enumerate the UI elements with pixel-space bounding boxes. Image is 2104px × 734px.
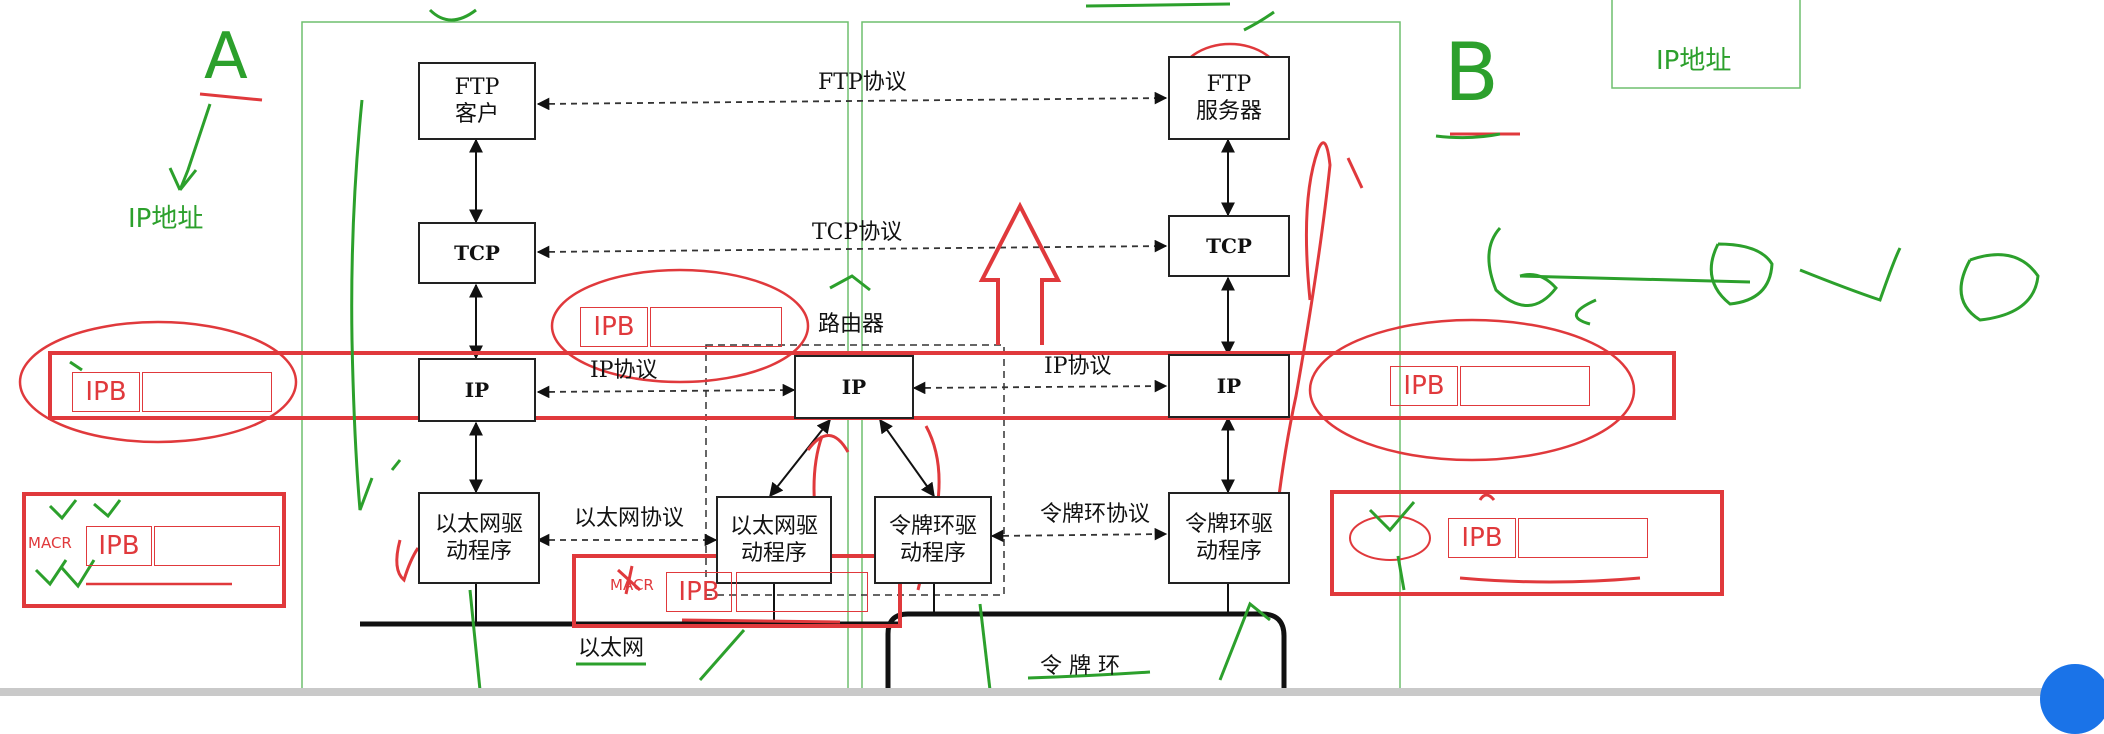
ipb-tag-frame-middle: IPB	[666, 572, 732, 612]
ipb-field-frame-right	[1518, 518, 1648, 558]
ipb-field-frame-left	[154, 526, 280, 566]
ipb-tag-frame-right: IPB	[1448, 518, 1516, 558]
ftp-protocol-label: FTP协议	[818, 70, 907, 95]
ip-right-box: IP	[1168, 354, 1290, 418]
ip-address-annotation-left: IP地址	[128, 204, 204, 234]
ip-protocol-arrow-right	[912, 379, 1168, 395]
frame-annotation-left	[22, 492, 286, 608]
ftp-server-box: FTP 服务器	[1168, 56, 1290, 140]
ipb-field-router	[650, 307, 782, 347]
token-ring-driver-right-box: 令牌环驱 动程序	[1168, 492, 1290, 584]
token-ring-protocol-label: 令牌环协议	[1040, 502, 1151, 527]
red-up-arrow	[978, 201, 1062, 345]
ipb-tag-left: IPB	[72, 372, 140, 412]
token-ring-label: 令 牌 环	[1040, 654, 1120, 679]
ethernet-label: 以太网	[578, 636, 645, 661]
router-ethernet-driver-box: 以太网驱 动程序	[716, 496, 832, 584]
macr-tag-left: MACR	[28, 534, 72, 552]
window-bottom-scrollbar[interactable]	[0, 688, 2104, 696]
ipb-field-frame-middle	[736, 572, 868, 612]
ipb-field-left	[142, 372, 272, 412]
tcp-left-box: TCP	[418, 222, 536, 284]
router-boundary	[705, 344, 1005, 596]
ip-protocol-label-left: IP协议	[590, 358, 658, 383]
letter-a-annotation: A	[204, 20, 248, 94]
tcp-right-box: TCP	[1168, 215, 1290, 277]
ipb-tag-frame-left: IPB	[86, 526, 152, 566]
ip-left-box: IP	[418, 358, 536, 422]
ip-protocol-arrow-left	[536, 383, 796, 399]
ellipse-small-right	[1349, 515, 1431, 561]
frame-annotation-right	[1330, 490, 1724, 596]
ellipse-right-ipb	[1308, 318, 1636, 462]
ftp-client-box: FTP 客户	[418, 62, 536, 140]
router-label: 路由器	[818, 312, 885, 337]
ipb-tag-router: IPB	[580, 307, 648, 347]
ethernet-driver-left-box: 以太网驱 动程序	[418, 492, 540, 584]
top-right-ip-box	[1611, 0, 1801, 89]
ellipse-left-ipb	[18, 320, 298, 444]
arrow-router-ip-token	[879, 418, 935, 498]
right-host-frame	[861, 21, 1401, 696]
ipb-tag-right: IPB	[1390, 366, 1458, 406]
macr-tag-middle: MACR	[610, 576, 654, 594]
ip-protocol-label-right: IP协议	[1044, 354, 1112, 379]
token-ring-protocol-arrow	[990, 527, 1168, 543]
router-token-ring-driver-box: 令牌环驱 动程序	[874, 496, 992, 584]
ftp-protocol-arrow	[536, 91, 1168, 111]
arrow-router-ip-eth	[769, 418, 831, 498]
tcp-protocol-arrow	[536, 239, 1168, 259]
ethernet-protocol-label: 以太网协议	[574, 506, 685, 531]
ip-address-annotation-top-right: IP地址	[1656, 46, 1732, 76]
ipb-field-right	[1460, 366, 1590, 406]
router-ip-box: IP	[794, 355, 914, 419]
floating-app-icon[interactable]	[2040, 664, 2104, 734]
tcp-protocol-label: TCP协议	[812, 220, 903, 245]
ellipse-router-ipb	[550, 268, 810, 384]
letter-b-annotation: B	[1444, 26, 1499, 119]
